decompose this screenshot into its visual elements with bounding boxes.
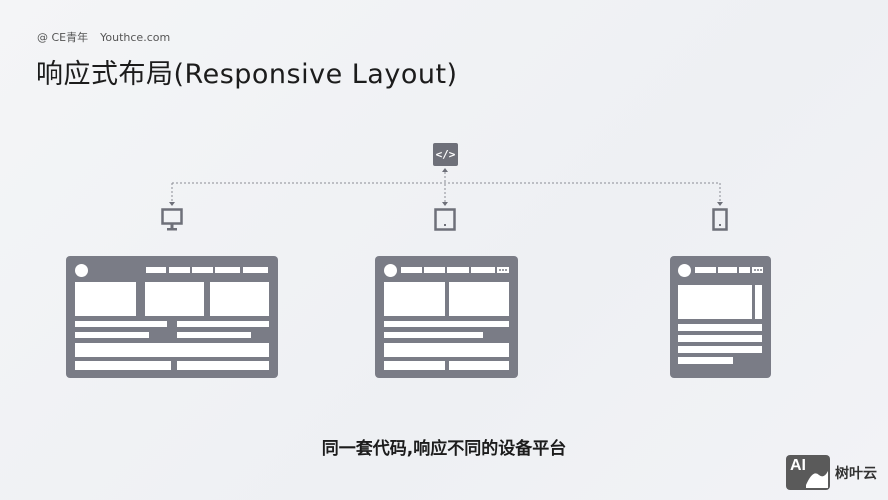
brand-name: 树叶云 (835, 465, 877, 482)
scroll-card (755, 285, 762, 319)
more-menu-icon (497, 267, 509, 273)
text-line (177, 321, 269, 327)
nav-item (471, 267, 495, 273)
content-card (210, 282, 269, 316)
mobile-layout-mock (670, 256, 771, 378)
wide-block (75, 343, 269, 357)
wide-block (384, 343, 509, 357)
nav-item (215, 267, 240, 273)
logo-placeholder (75, 264, 88, 277)
credit-name: @ CE青年 (37, 31, 89, 44)
tablet-layout-mock (375, 256, 518, 378)
phone-icon (712, 208, 728, 231)
code-icon: </> (433, 143, 458, 166)
credit-site: Youthce.com (100, 30, 171, 44)
nav-item (146, 267, 166, 273)
nav-item (447, 267, 469, 273)
text-line (678, 357, 733, 364)
nav-item (192, 267, 213, 273)
caption: 同一套代码,响应不同的设备平台 (321, 439, 567, 459)
brand-watermark: AI 树叶云 (786, 455, 877, 490)
text-line (678, 335, 762, 342)
content-card (384, 282, 445, 316)
footer-block (75, 361, 171, 370)
more-menu-icon (752, 267, 763, 273)
nav-item (718, 267, 737, 273)
footer-block (177, 361, 269, 370)
nav-item (739, 267, 750, 273)
text-line (75, 321, 167, 327)
page-title: 响应式布局(Responsive Layout) (36, 59, 458, 90)
tablet-icon (434, 208, 456, 231)
text-line (678, 324, 762, 331)
nav-item (401, 267, 422, 273)
nav-item (169, 267, 190, 273)
content-card (75, 282, 136, 316)
footer-block (384, 361, 445, 370)
text-line (384, 332, 483, 338)
logo-placeholder (678, 264, 691, 277)
content-card (145, 282, 204, 316)
monitor-icon (161, 208, 183, 231)
content-card (449, 282, 509, 316)
text-line (678, 346, 762, 353)
nav-item (424, 267, 445, 273)
footer-block (449, 361, 509, 370)
text-line (384, 321, 509, 327)
logo-placeholder (384, 264, 397, 277)
credit-line: @ CE青年 Youthce.com (37, 29, 170, 45)
text-line (177, 332, 251, 338)
nav-item (695, 267, 716, 273)
desktop-layout-mock (66, 256, 278, 378)
nav-item (243, 267, 268, 273)
brand-logo-icon: AI (786, 455, 830, 490)
text-line (75, 332, 149, 338)
content-card (678, 285, 752, 319)
